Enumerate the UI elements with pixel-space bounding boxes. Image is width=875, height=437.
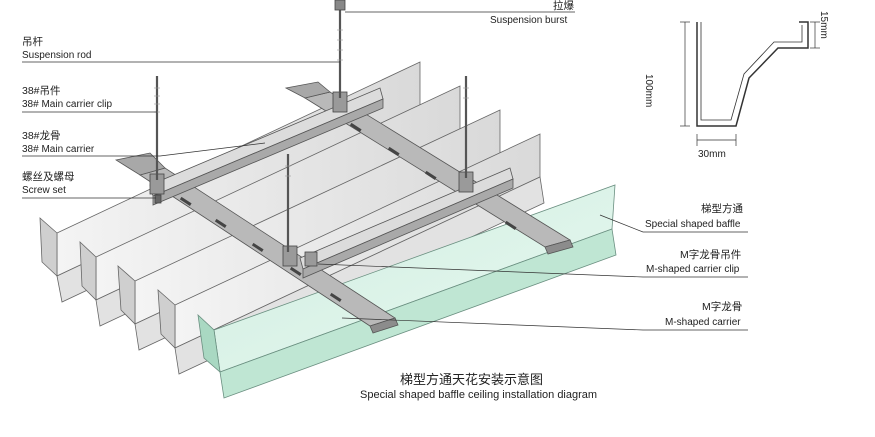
main-carrier-back xyxy=(149,87,384,206)
dimension-width: 30mm xyxy=(698,149,726,160)
main-carrier-front xyxy=(299,167,514,279)
m-carrier-clip-zh: M字龙骨吊件 xyxy=(680,249,742,261)
main-carrier-clip xyxy=(282,245,298,267)
screw-set-zh: 螺丝及螺母 xyxy=(22,171,75,183)
special-baffle-zh: 梯型方通 xyxy=(701,203,743,215)
m-carrier-clip-en: M-shaped carrier clip xyxy=(646,264,740,275)
profile-section xyxy=(680,21,820,146)
main-carrier-zh: 38#龙骨 xyxy=(22,130,61,142)
special-baffle-en: Special shaped baffle xyxy=(645,219,741,230)
suspension-rod-en: Suspension rod xyxy=(22,50,92,61)
screw-set-en: Screw set xyxy=(22,185,66,196)
m-carrier-left xyxy=(114,152,399,334)
main-carrier-clip-zh: 38#吊件 xyxy=(22,85,61,97)
suspension-rod-zh: 吊杆 xyxy=(22,36,43,48)
suspension-rods xyxy=(155,3,468,252)
profile-outline xyxy=(696,21,809,127)
baffle-glass xyxy=(197,184,617,399)
m-carrier-zh: M字龙骨 xyxy=(702,301,743,313)
caption-en: Special shaped baffle ceiling installati… xyxy=(360,389,598,401)
main-carrier-group xyxy=(149,87,514,279)
suspension-burst-zh: 拉爆 xyxy=(553,0,574,12)
dimension-height: 100mm xyxy=(643,74,654,108)
clip-group xyxy=(149,91,474,267)
main-carrier-en: 38# Main carrier xyxy=(22,144,95,155)
dimension-lip: 15mm xyxy=(818,11,829,39)
caption-zh: 梯型方通天花安装示意图 xyxy=(400,372,544,387)
m-carrier-clip xyxy=(304,251,318,267)
screw-set xyxy=(154,194,162,204)
suspension-burst-en: Suspension burst xyxy=(490,15,568,26)
leader-lines xyxy=(22,11,748,331)
main-carrier-clip-en: 38# Main carrier clip xyxy=(22,99,113,110)
suspension-burst xyxy=(334,0,346,11)
m-carrier-en: M-shaped carrier xyxy=(665,317,741,328)
